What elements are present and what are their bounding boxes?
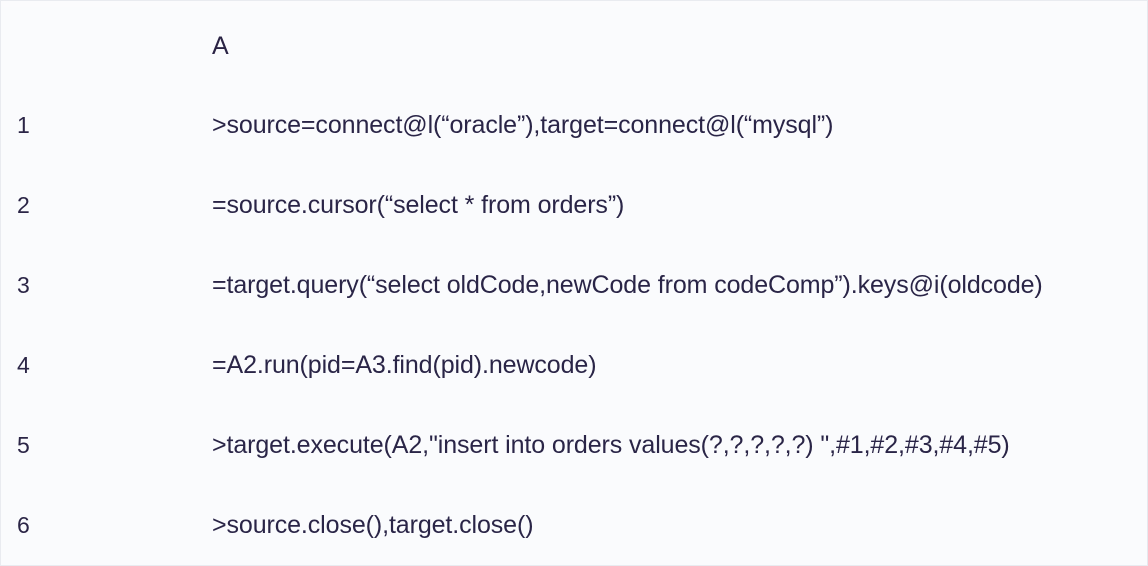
cell-a1[interactable]: >source=connect@l(“oracle”),target=conne…: [197, 85, 1147, 165]
cell-a2[interactable]: =source.cursor(“select * from orders”): [197, 165, 1147, 245]
row-header-6[interactable]: 6: [1, 485, 197, 565]
table-header: A: [1, 7, 1147, 85]
cell-a4[interactable]: =A2.run(pid=A3.find(pid).newcode): [197, 325, 1147, 405]
table-row: 5 >target.execute(A2,"insert into orders…: [1, 405, 1147, 485]
table-row: 4 =A2.run(pid=A3.find(pid).newcode): [1, 325, 1147, 405]
table-row: 3 =target.query(“select oldCode,newCode …: [1, 245, 1147, 325]
column-header-a[interactable]: A: [197, 7, 1147, 85]
column-header-row: A: [1, 7, 1147, 85]
cell-a5[interactable]: >target.execute(A2,"insert into orders v…: [197, 405, 1147, 485]
table-body: 1 >source=connect@l(“oracle”),target=con…: [1, 85, 1147, 565]
table-row: 1 >source=connect@l(“oracle”),target=con…: [1, 85, 1147, 165]
corner-header-cell: [1, 7, 197, 85]
cell-a6[interactable]: >source.close(),target.close(): [197, 485, 1147, 565]
table-row: 2 =source.cursor(“select * from orders”): [1, 165, 1147, 245]
table-row: 6 >source.close(),target.close(): [1, 485, 1147, 565]
code-spreadsheet-table: A 1 >source=connect@l(“oracle”),target=c…: [1, 7, 1147, 565]
row-header-5[interactable]: 5: [1, 405, 197, 485]
row-header-1[interactable]: 1: [1, 85, 197, 165]
spreadsheet-grid-area: A 1 >source=connect@l(“oracle”),target=c…: [1, 7, 1147, 565]
cell-a3[interactable]: =target.query(“select oldCode,newCode fr…: [197, 245, 1147, 325]
row-header-4[interactable]: 4: [1, 325, 197, 405]
row-header-3[interactable]: 3: [1, 245, 197, 325]
row-header-2[interactable]: 2: [1, 165, 197, 245]
